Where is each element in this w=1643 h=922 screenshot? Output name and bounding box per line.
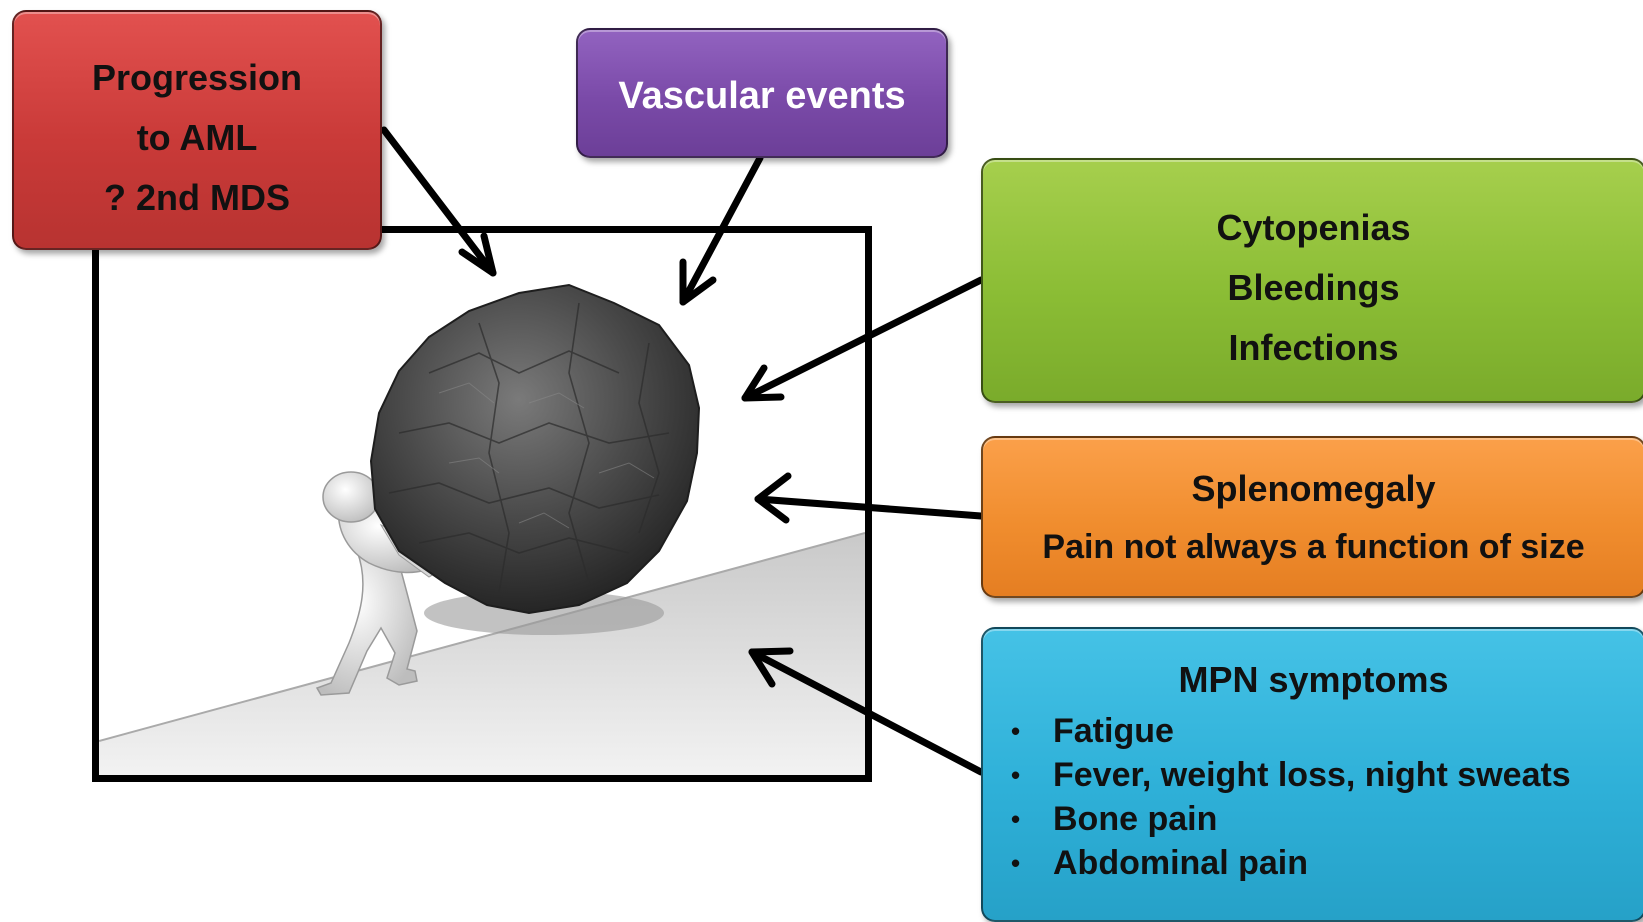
cyto-line-1: Cytopenias [983,198,1643,258]
mpn-symptoms-box: MPN symptoms Fatigue Fever, weight loss,… [981,627,1643,922]
mpn-title: MPN symptoms [983,651,1643,709]
cyto-line-3: Infections [983,318,1643,378]
progression-aml-box: Progression to AML ? 2nd MDS [12,10,382,250]
aml-line-3: ? 2nd MDS [14,168,380,228]
mpn-symptom-list: Fatigue Fever, weight loss, night sweats… [983,709,1643,885]
cytopenias-box: Cytopenias Bleedings Infections [981,158,1643,403]
arrow-mpn [752,652,981,772]
arrow-cytopenias [745,280,981,398]
arrow-aml [384,130,493,273]
list-item: Abdominal pain [1011,841,1643,885]
list-item: Bone pain [1011,797,1643,841]
aml-line-1: Progression [14,48,380,108]
splenomegaly-box: Splenomegaly Pain not always a function … [981,436,1643,598]
cyto-line-2: Bleedings [983,258,1643,318]
arrow-splenomegaly [758,499,981,516]
vascular-events-box: Vascular events [576,28,948,158]
spleen-title: Splenomegaly [983,460,1643,518]
arrow-vascular [683,158,760,302]
aml-line-2: to AML [14,108,380,168]
list-item: Fatigue [1011,709,1643,753]
spleen-subtitle: Pain not always a function of size [983,518,1643,576]
list-item: Fever, weight loss, night sweats [1011,753,1643,797]
vascular-label: Vascular events [578,66,946,126]
